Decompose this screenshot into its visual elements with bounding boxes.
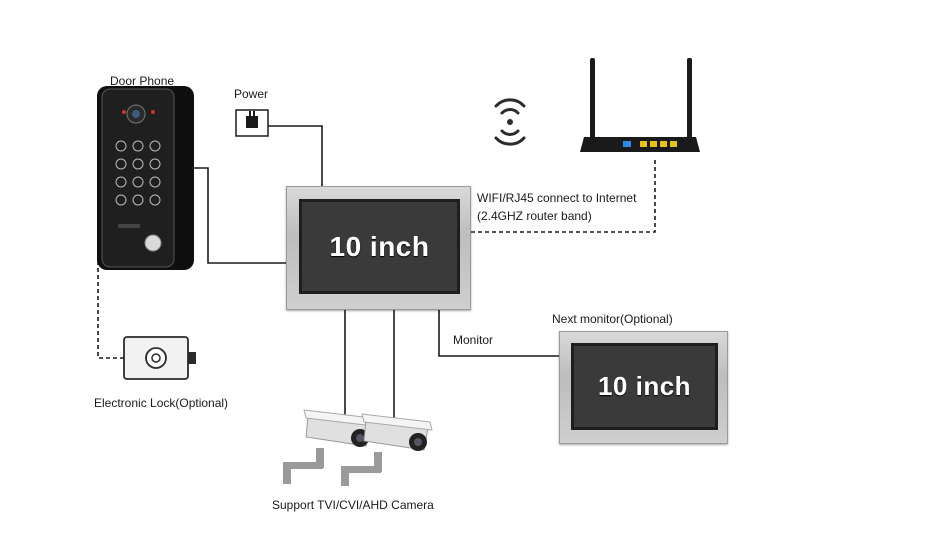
- next-monitor: 10 inch: [559, 331, 728, 444]
- main-monitor-size-text: 10 inch: [329, 230, 430, 262]
- cctv-camera-icon: [283, 409, 433, 486]
- door-phone-label: Door Phone: [110, 74, 175, 88]
- power-adapter-icon: [235, 109, 269, 137]
- router-icon: [580, 58, 700, 152]
- electronic-lock-label: Electronic Lock(Optional): [94, 396, 229, 410]
- monitor-line: [438, 310, 561, 357]
- main-monitor: 10 inch: [286, 186, 471, 310]
- next-monitor-screen: 10 inch: [571, 343, 718, 430]
- monitor-label: Monitor: [453, 333, 494, 347]
- electronic-lock-icon: [123, 336, 196, 380]
- power-label: Power: [234, 87, 269, 101]
- door-phone-keypad-icon: [97, 86, 194, 270]
- wifi-line: [471, 160, 656, 233]
- wifi-signal-icon: [494, 98, 526, 146]
- door-phone-line: [192, 167, 288, 264]
- next-monitor-label: Next monitor(Optional): [552, 312, 673, 326]
- power-line: [268, 125, 323, 186]
- camera-label: Support TVI/CVI/AHD Camera: [272, 498, 434, 512]
- wifi-label-line2: (2.4GHZ router band): [477, 209, 592, 223]
- wifi-label-line1: WIFI/RJ45 connect to Internet: [477, 191, 637, 205]
- main-monitor-screen: 10 inch: [299, 199, 460, 294]
- next-monitor-size-text: 10 inch: [597, 371, 692, 401]
